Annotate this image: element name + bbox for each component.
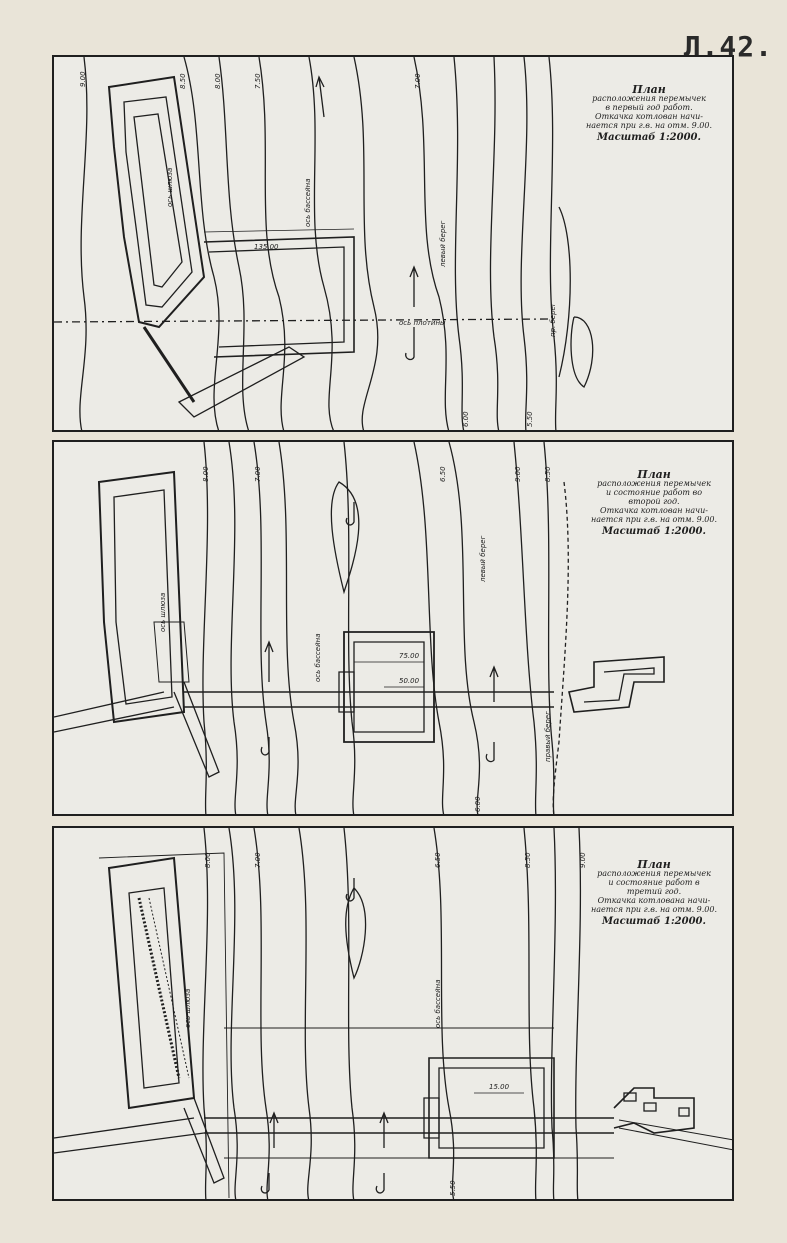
plan-panel-year-2: 75.00 50.00 ось шлюза ось бассейна левый… xyxy=(52,440,734,816)
legend-line: нается при г.в. на отм. 9.00. xyxy=(590,905,718,914)
axis-label-right: правый берег xyxy=(544,711,552,762)
contour-label: 7.00 xyxy=(254,466,262,482)
contour-label: 6.50 xyxy=(434,852,442,868)
legend-title: План xyxy=(637,468,671,481)
legend-title: План xyxy=(632,83,666,96)
dimension-label-main: 75.00 xyxy=(399,652,420,660)
axis-label-pool: ось бассейна xyxy=(314,633,322,682)
legend-scale: Масштаб 1:2000. xyxy=(602,916,706,927)
contour-label: 8.50 xyxy=(544,466,552,482)
contour-label: 5.50 xyxy=(449,1180,457,1196)
contour-label: 6.50 xyxy=(439,466,447,482)
contour-label: 8.00 xyxy=(202,466,210,482)
plan-drawing-3 xyxy=(54,828,734,1201)
legend-line: Откачка котлована начи- xyxy=(597,896,711,905)
contour-label: 6.00 xyxy=(462,411,470,427)
dimension-label-secondary: 50.00 xyxy=(399,677,420,685)
plan-panel-year-1: 135.00 ось плотины ось шлюза ось бассейн… xyxy=(52,55,734,432)
dimension-label-main: 15.00 xyxy=(489,1083,510,1091)
axis-label-dam: ось плотины xyxy=(399,319,446,327)
plan-drawing-1 xyxy=(54,57,594,432)
contour-label: 7.50 xyxy=(254,73,262,89)
contour-label: 8.00 xyxy=(204,852,212,868)
legend-line: нается при г.в. на отм. 9.00. xyxy=(585,121,713,130)
axis-label-right: пр. берег xyxy=(549,302,557,337)
contour-label: 5.50 xyxy=(526,411,534,427)
legend-line: Откачка котлован начи- xyxy=(595,112,703,121)
legend-line: расположения перемычек xyxy=(592,94,706,103)
axis-label-pool: ось бассейна xyxy=(434,979,442,1028)
contour-label: 7.00 xyxy=(254,852,262,868)
legend-line: нается при г.в. на отм. 9.00. xyxy=(590,515,718,524)
axis-label-left: левый берег xyxy=(439,220,447,267)
legend-scale: Масштаб 1:2000. xyxy=(597,132,701,143)
legend-line: третий год. xyxy=(626,887,682,896)
plan-legend-1: План расположения перемычек в первый год… xyxy=(574,83,724,143)
legend-line: и состояние работ в xyxy=(608,878,700,887)
plan-legend-3: План расположения перемычек и состояние … xyxy=(579,858,729,927)
contour-label: 9.00 xyxy=(514,466,522,482)
axis-label-lock: ось шлюза xyxy=(159,592,167,632)
contour-label: 6.00 xyxy=(474,796,482,812)
legend-line: и состояние работ во xyxy=(605,488,703,497)
dimension-label-main: 135.00 xyxy=(254,243,279,251)
axis-label-lock: ось шлюза xyxy=(166,167,174,207)
axis-label-pool: ось бассейна xyxy=(304,178,312,227)
contour-label: 8.50 xyxy=(524,852,532,868)
contour-label: 8.50 xyxy=(179,73,187,89)
contour-label: 8.00 xyxy=(214,73,222,89)
legend-line: Откачка котлован начи- xyxy=(600,506,708,515)
plan-legend-2: План расположения перемычек и состояние … xyxy=(579,468,729,537)
legend-scale: Масштаб 1:2000. xyxy=(602,526,706,537)
legend-line: расположения перемычек xyxy=(597,869,711,878)
contour-label: 9.00 xyxy=(79,71,87,87)
legend-line: второй год. xyxy=(628,497,680,506)
plan-panel-year-3: 15.00 ось шлюза ось бассейна 8.00 7.00 6… xyxy=(52,826,734,1201)
legend-line: в первый год работ. xyxy=(605,103,693,112)
contour-label: 7.00 xyxy=(414,73,422,89)
axis-label-lock: ось шлюза xyxy=(184,988,192,1028)
axis-label-left: левый берег xyxy=(479,535,487,582)
legend-title: План xyxy=(637,858,671,871)
legend-line: расположения перемычек xyxy=(597,479,711,488)
plan-drawing-2 xyxy=(54,442,665,816)
